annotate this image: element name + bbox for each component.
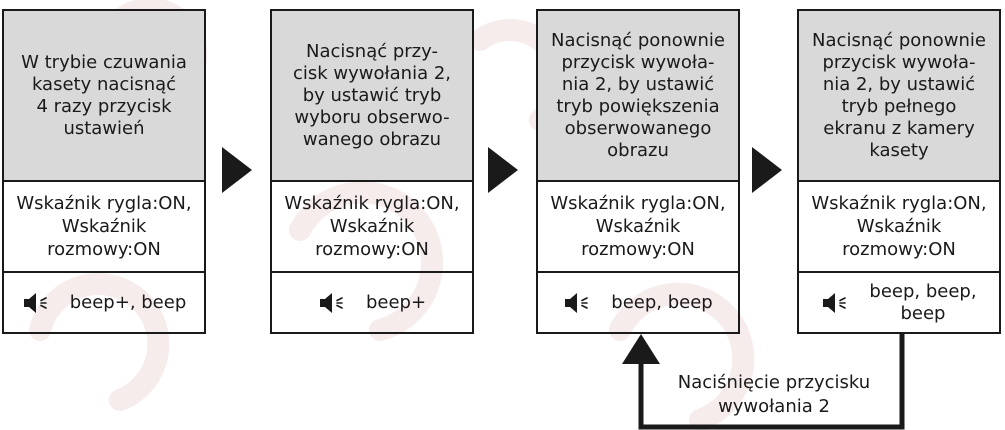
step-3-sound: beep, beep [538, 273, 738, 332]
step-1-sound: beep+, beep [4, 273, 204, 332]
step-2-sound: beep+ [272, 273, 472, 332]
step-2: Nacisnąć przy- cisk wywołania 2, by usta… [270, 9, 474, 334]
step-4: Nacisnąć ponownie przycisk wywoła- nia 2… [797, 9, 1001, 334]
step-1: W trybie czuwania kasety nacisnąć 4 razy… [2, 9, 206, 334]
step-3-beep: beep, beep [611, 291, 713, 313]
speaker-icon [23, 292, 47, 313]
step-4-beep: beep, beep, beep [869, 280, 977, 324]
arrow-up-icon [622, 334, 660, 364]
step-3-action: Nacisnąć ponownie przycisk wywoła- nia 2… [538, 11, 738, 182]
step-4-sound: beep, beep, beep [799, 273, 999, 332]
loop-label: Naciśnięcie przycisku wywołania 2 [677, 372, 871, 417]
step-3: Nacisnąć ponownie przycisk wywoła- nia 2… [536, 9, 740, 334]
speaker-icon [319, 292, 343, 313]
step-1-indicators: Wskaźnik rygla:ON, Wskaźnik rozmowy:ON [4, 182, 204, 273]
step-4-indicators: Wskaźnik rygla:ON, Wskaźnik rozmowy:ON [799, 182, 999, 273]
step-1-beep: beep+, beep [69, 291, 187, 313]
arrow-right-icon [222, 147, 252, 193]
step-2-indicators: Wskaźnik rygla:ON, Wskaźnik rozmowy:ON [272, 182, 472, 273]
step-2-beep: beep+ [365, 291, 427, 313]
speaker-icon [565, 292, 589, 313]
speaker-icon [823, 292, 847, 313]
arrow-right-icon [752, 147, 782, 193]
step-4-action: Nacisnąć ponownie przycisk wywoła- nia 2… [799, 11, 999, 182]
step-2-action: Nacisnąć przy- cisk wywołania 2, by usta… [272, 11, 472, 182]
arrow-right-icon [488, 147, 518, 193]
step-3-indicators: Wskaźnik rygla:ON, Wskaźnik rozmowy:ON [538, 182, 738, 273]
step-1-action: W trybie czuwania kasety nacisnąć 4 razy… [4, 11, 204, 182]
